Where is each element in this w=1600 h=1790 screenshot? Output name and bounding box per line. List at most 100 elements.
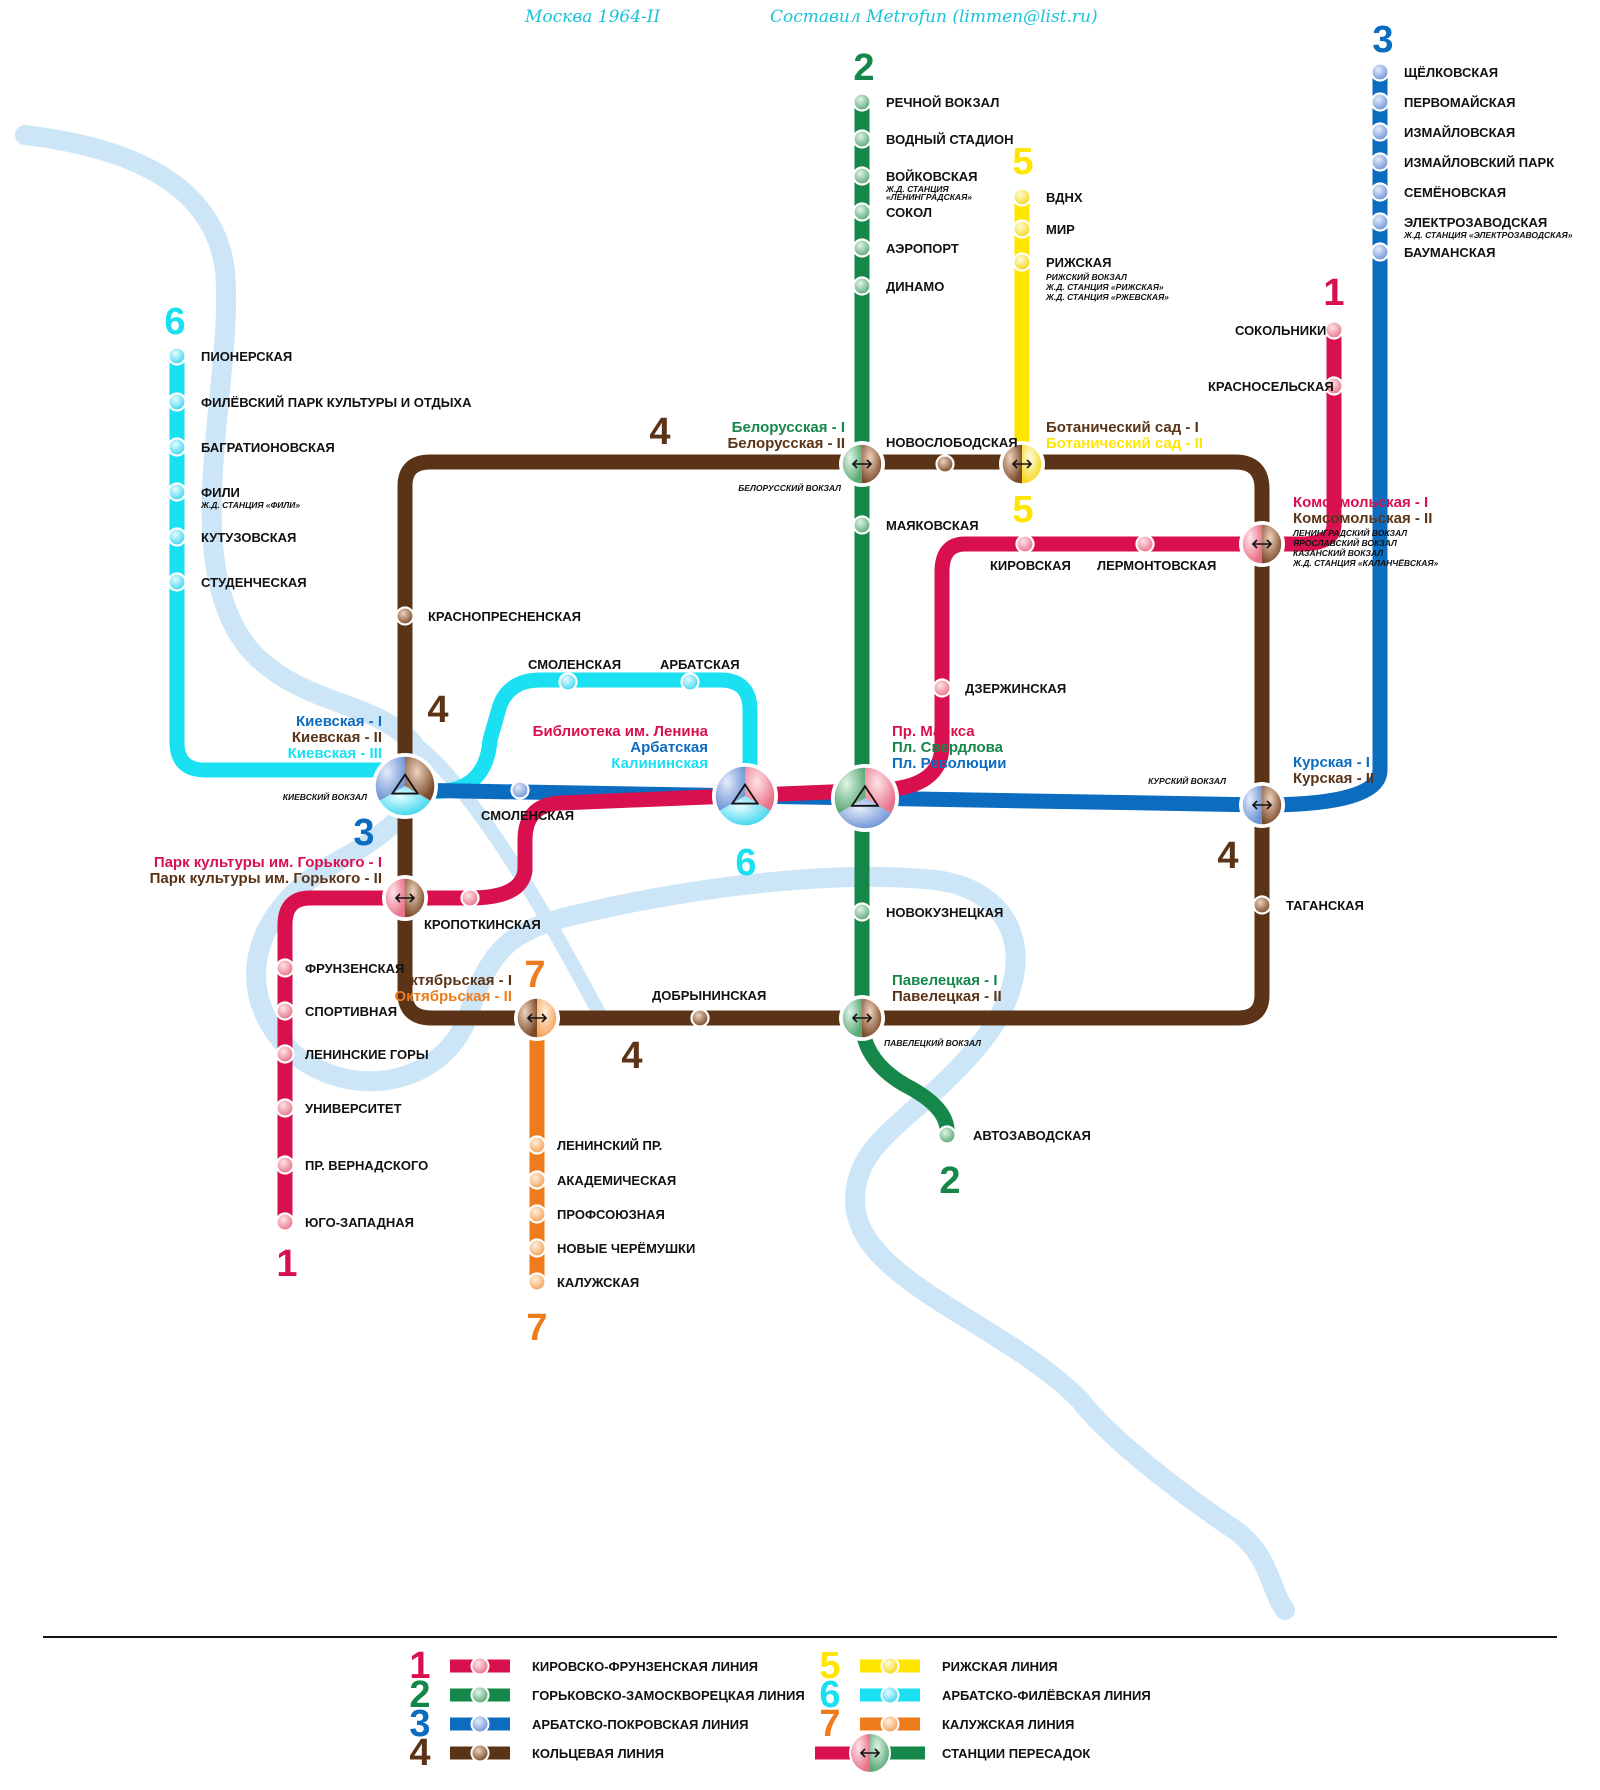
transfer-komsomolskaya[interactable] [1239, 521, 1285, 567]
label-smolenskaya-3: СМОЛЕНСКАЯ [481, 808, 574, 823]
station-line3-6[interactable] [1370, 242, 1390, 262]
legend-num: 4 [409, 1732, 430, 1774]
station-line7-1[interactable] [527, 1170, 547, 1190]
label-line1-8: ЛЕНИНСКИЕ ГОРЫ [305, 1047, 429, 1062]
label-kirovskaya: КИРОВСКАЯ [990, 558, 1071, 573]
label-line1-9: УНИВЕРСИТЕТ [305, 1101, 402, 1116]
xl-marksa-2: Пл. Свердлова [892, 739, 1004, 756]
num-4-right: 4 [1217, 835, 1238, 877]
station-krasnopresnenskaya[interactable] [395, 606, 415, 626]
xl-park-kultury-2: Парк культуры им. Горького - II [150, 870, 382, 887]
station-line5-0[interactable] [1012, 187, 1032, 207]
xl-biblioteka-2: Арбатская [630, 739, 708, 756]
station-line1-9[interactable] [275, 1098, 295, 1118]
label-line1-7: СПОРТИВНАЯ [305, 1004, 397, 1019]
station-novoslobodskaya[interactable] [935, 454, 955, 474]
label-arbatskaya-6: АРБАТСКАЯ [660, 657, 740, 672]
station-line7-4[interactable] [527, 1272, 547, 1292]
station-line2-5[interactable] [852, 276, 872, 296]
transfer-kievskaya[interactable] [372, 753, 438, 819]
station-dobryninskaya[interactable] [690, 1008, 710, 1028]
legend-dot [470, 1685, 490, 1705]
station-line5-1[interactable] [1012, 219, 1032, 239]
station-kirovskaya[interactable] [1015, 534, 1035, 554]
legend-num: 3 [409, 1703, 430, 1745]
transfer-marksa[interactable] [831, 764, 899, 832]
xl-paveletskaya-2: Павелецкая - II [892, 988, 1002, 1005]
station-line6-4[interactable] [167, 527, 187, 547]
sub-paveletsky: ПАВЕЛЕЦКИЙ ВОКЗАЛ [884, 1037, 981, 1048]
station-line2-0[interactable] [852, 92, 872, 112]
transfer-paveletskaya[interactable] [839, 995, 885, 1041]
station-line2-2[interactable] [852, 166, 872, 186]
legend-num: 2 [409, 1674, 430, 1716]
legend-label: КОЛЬЦЕВАЯ ЛИНИЯ [532, 1746, 664, 1761]
station-line2-4[interactable] [852, 238, 872, 258]
station-line3-2[interactable] [1370, 122, 1390, 142]
station-line6-0[interactable] [167, 346, 187, 366]
station-line5-2[interactable] [1012, 252, 1032, 272]
station-line3-3[interactable] [1370, 152, 1390, 172]
legend-label: РИЖСКАЯ ЛИНИЯ [942, 1659, 1058, 1674]
station-line1-7[interactable] [275, 1001, 295, 1021]
station-sokolniki[interactable] [1324, 320, 1344, 340]
legend-num: 5 [819, 1645, 840, 1687]
line1-track-w [277, 782, 888, 1228]
station-line3-0[interactable] [1370, 62, 1390, 82]
num-5-top: 5 [1012, 141, 1033, 183]
station-line1-6[interactable] [275, 958, 295, 978]
station-line7-0[interactable] [527, 1135, 547, 1155]
label-line3-3: ИЗМАЙЛОВСКИЙ ПАРК [1404, 155, 1554, 170]
transfer-botanichesky[interactable] [999, 441, 1045, 487]
station-dzerzhinskaya[interactable] [932, 678, 952, 698]
legend-item-4: 4 КОЛЬЦЕВАЯ ЛИНИЯ [409, 1732, 664, 1774]
station-line7-2[interactable] [527, 1204, 547, 1224]
station-line6-3[interactable] [167, 482, 187, 502]
label-line3-6: БАУМАНСКАЯ [1404, 245, 1496, 260]
station-line6-2[interactable] [167, 437, 187, 457]
sub-komsomolskaya-0: ЛЕНИНГРАДСКИЙ ВОКЗАЛ [1292, 527, 1407, 538]
transfer-oktyabrskaya[interactable] [514, 995, 560, 1041]
label-line2-4: АЭРОПОРТ [886, 241, 959, 256]
label-line6-2: БАГРАТИОНОВСКАЯ [201, 440, 335, 455]
station-line3-1[interactable] [1370, 92, 1390, 112]
station-lermontovskaya[interactable] [1135, 534, 1155, 554]
station-line7-3[interactable] [527, 1238, 547, 1258]
station-line2-7[interactable] [852, 515, 872, 535]
num-3-left: 3 [353, 812, 374, 854]
station-krasnoselskaya[interactable] [1324, 376, 1344, 396]
label-line5-1: МИР [1046, 222, 1075, 237]
legend-num: 6 [819, 1674, 840, 1716]
transfer-park-kultury[interactable] [382, 875, 428, 921]
station-line1-10[interactable] [275, 1155, 295, 1175]
xl-oktyabrskaya-1: Октябрьская - I [399, 972, 512, 989]
station-arbatskaya-6[interactable] [680, 672, 700, 692]
xl-kurskaya-1: Курская - I [1293, 754, 1370, 771]
num-4-bottom: 4 [621, 1035, 642, 1077]
xl-botanichesky-1: Ботанический сад - I [1046, 419, 1199, 436]
num-6-top: 6 [164, 301, 185, 343]
station-line2-9[interactable] [937, 1125, 957, 1145]
num-7-top: 7 [524, 954, 545, 996]
station-line1-8[interactable] [275, 1044, 295, 1064]
station-line3-5[interactable] [1370, 212, 1390, 232]
station-line2-1[interactable] [852, 129, 872, 149]
station-line6-5[interactable] [167, 572, 187, 592]
station-smolenskaya-6[interactable] [558, 672, 578, 692]
xl-komsomolskaya-1: Комсомольская - I [1293, 494, 1428, 511]
legend-label: ГОРЬКОВСКО-ЗАМОСКВОРЕЦКАЯ ЛИНИЯ [532, 1688, 805, 1703]
legend-dot [880, 1685, 900, 1705]
station-line1-11[interactable] [275, 1212, 295, 1232]
station-line2-3[interactable] [852, 202, 872, 222]
station-line3-4[interactable] [1370, 182, 1390, 202]
station-line6-1[interactable] [167, 392, 187, 412]
label-line6-0: ПИОНЕРСКАЯ [201, 349, 292, 364]
station-smolenskaya-3[interactable] [510, 780, 530, 800]
transfer-biblioteka[interactable] [712, 763, 778, 829]
station-kropotkinskaya[interactable] [460, 888, 480, 908]
station-line2-8[interactable] [852, 902, 872, 922]
station-taganskaya[interactable] [1252, 895, 1272, 915]
transfer-kurskaya[interactable] [1239, 782, 1285, 828]
transfer-belorusskaya[interactable] [839, 441, 885, 487]
xl-paveletskaya-1: Павелецкая - I [892, 972, 997, 989]
